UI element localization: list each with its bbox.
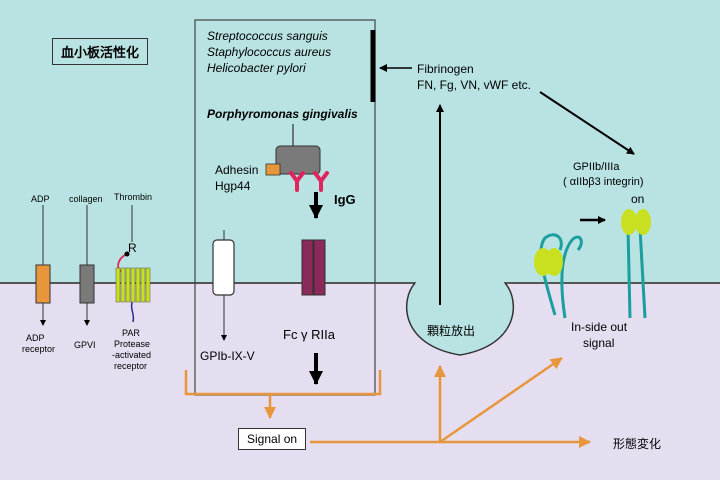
bacteria-2: Staphylococcus aureus — [207, 45, 332, 59]
par-r-dot — [124, 251, 130, 257]
r-label: R — [128, 241, 137, 255]
fibrinogen-sub-label: FN, Fg, VN, vWF etc. — [417, 78, 532, 92]
adp-receptor-label-2: receptor — [22, 344, 56, 354]
fc-receptor-label: Fc γ RIIa — [283, 327, 336, 342]
par-label-1: PAR — [122, 328, 140, 338]
bacteria-3: Helicobacter pylori — [207, 61, 306, 75]
fc-receptor-right — [313, 239, 326, 296]
integrin-inactive-a — [539, 233, 563, 316]
fibrinogen-to-integrin-arrow — [539, 91, 635, 155]
fibrinogen-label: Fibrinogen — [417, 62, 474, 76]
granule-opening — [416, 278, 504, 286]
par-label-4: receptor — [114, 361, 148, 371]
granule-release-bulb — [405, 282, 515, 356]
bacteria-1: Streptococcus sanguis — [207, 29, 328, 43]
pg-label: Porphyromonas gingivalis — [207, 107, 358, 121]
integrin-active-head-a — [621, 209, 637, 235]
intracellular-region — [0, 283, 720, 480]
hgp44-label: Hgp44 — [215, 179, 251, 193]
integrin-inactive-head-b — [545, 248, 563, 276]
integrin-active-a — [626, 227, 632, 319]
par-label-2: Protease — [114, 339, 151, 349]
par-c-terminus — [130, 301, 135, 323]
adp-receptor-icon — [35, 264, 51, 304]
collagen-label: collagen — [69, 194, 103, 204]
diagram-title: 血小板活性化 — [52, 38, 149, 65]
par-label-3: -activated — [112, 350, 152, 360]
gp-ib-receptor — [212, 239, 235, 296]
integrin-active-head-b — [635, 209, 651, 235]
adhesin-body — [275, 145, 321, 175]
signal-on-box: Signal on — [238, 428, 307, 450]
integrin-active-b — [638, 227, 647, 319]
inside-out-label: In-side out — [571, 320, 628, 334]
signal-label: signal — [583, 336, 615, 350]
adhesin-tag — [265, 163, 281, 176]
fc-receptor-left — [301, 239, 314, 296]
inside-out-arrow — [439, 356, 563, 444]
shape-change-label: 形態変化 — [613, 437, 662, 451]
igg-label: IgG — [334, 192, 356, 207]
integrin-on-label: on — [631, 192, 645, 206]
gpvi-receptor-icon — [79, 264, 95, 304]
thrombin-label: Thrombin — [114, 192, 153, 202]
granule-release-label: 顆粒放出 — [427, 324, 476, 338]
adp-receptor-label-1: ADP — [26, 333, 45, 343]
igg-icon — [289, 171, 329, 192]
integrin-inactive-b — [560, 235, 583, 319]
adhesin-label: Adhesin — [215, 163, 259, 177]
gp-ib-label: GPIb-IX-V — [200, 349, 255, 363]
signal-bracket — [184, 370, 382, 396]
integrin-sub-label: ( αIIbβ3 integrin) — [563, 176, 644, 188]
adp-label: ADP — [31, 194, 50, 204]
par-7tm-icon — [115, 267, 151, 303]
integrin-label: GPIIb/IIIa — [573, 161, 620, 173]
gpvi-label: GPVI — [74, 340, 96, 350]
